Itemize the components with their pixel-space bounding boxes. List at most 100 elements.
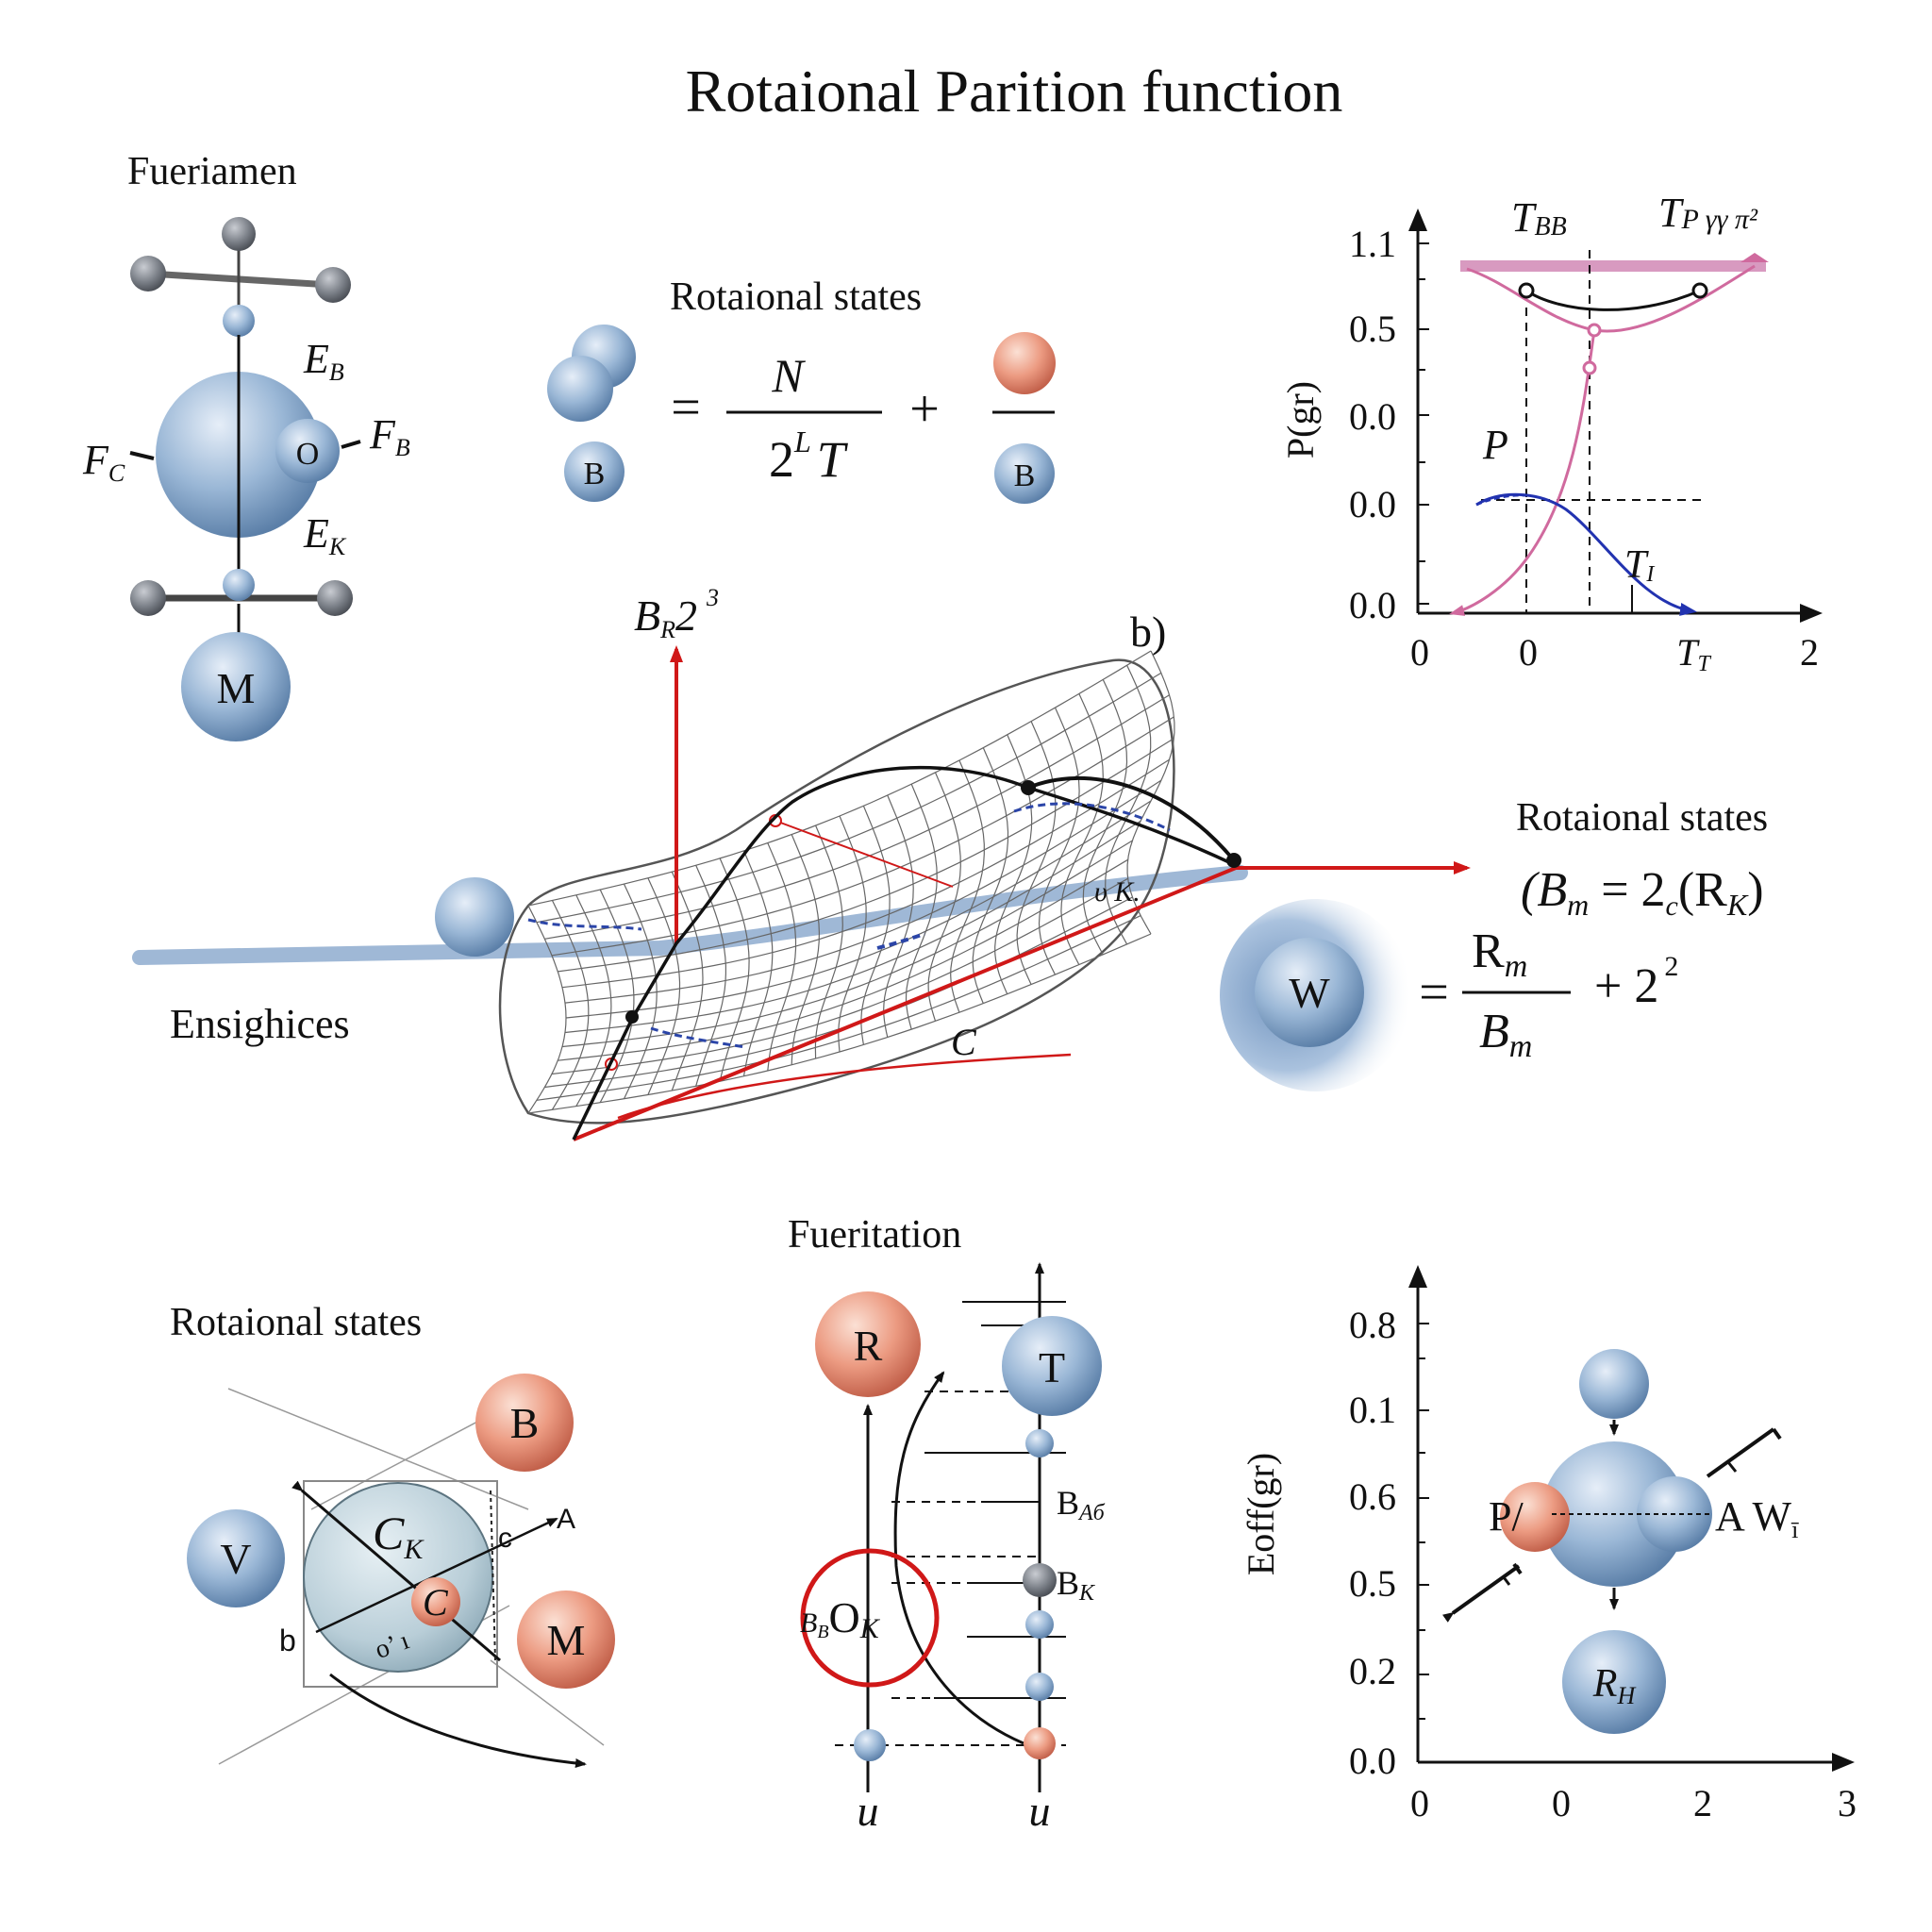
- r-orange-sphere: [815, 1291, 921, 1397]
- orange-sphere: [993, 332, 1056, 394]
- svg-text:TP γγ π²: TP γγ π²: [1658, 190, 1758, 236]
- svg-text:BBOK: BBOK: [800, 1593, 881, 1644]
- mesh-line: [536, 672, 1162, 924]
- label-eb: E: [303, 336, 329, 382]
- level-ball: [854, 1729, 886, 1761]
- black-trajectory: [572, 765, 1232, 1141]
- small-blue-atom: [223, 569, 255, 601]
- equation-b-right: B: [1014, 458, 1036, 493]
- plot-top-xtick: 0: [1519, 631, 1538, 674]
- mesh-line: [742, 850, 774, 1076]
- equation-equals: =: [671, 378, 701, 437]
- ring-o: [800, 1548, 940, 1688]
- label-fb: F: [369, 411, 396, 458]
- right-equation-heading: Rotaional states: [1516, 796, 1768, 840]
- plot-top-xtick: 2: [1800, 631, 1819, 674]
- center-axis-label: B: [634, 591, 660, 640]
- top-blue-sphere: [1579, 1349, 1649, 1419]
- plot-bottom-xtick: 0: [1552, 1782, 1571, 1824]
- plot-bottom-ylabel: Eoff(gr): [1240, 1453, 1282, 1575]
- svg-text:EB: EB: [303, 336, 344, 386]
- t-blue-sphere: [1002, 1316, 1102, 1416]
- equation-b-sphere: [564, 441, 625, 502]
- base-sphere-m: [181, 632, 291, 741]
- svg-text:BAб: BAб: [1057, 1484, 1106, 1525]
- level-label-bk: B: [1057, 1564, 1079, 1602]
- mesh-line: [536, 915, 1141, 1101]
- equation-denominator: 2: [769, 431, 794, 488]
- panel-d: Fueritation R T: [788, 1213, 1106, 1835]
- svg-text:Rm: Rm: [1472, 924, 1527, 984]
- svg-text:2LT: 2LT: [769, 425, 849, 488]
- panel-a-heading: Fueriamen: [127, 150, 297, 193]
- small-blue-atom: [223, 305, 255, 337]
- plot-top-label-tp: T: [1658, 190, 1685, 236]
- plot-top-pink-curve: [1466, 264, 1756, 333]
- plot-top-ytick: 1.1: [1349, 223, 1396, 265]
- right-equation-plus: + 2: [1594, 959, 1658, 1013]
- level-ball: [1025, 1429, 1054, 1457]
- mesh-line: [527, 650, 1152, 907]
- mesh-line: [544, 694, 1170, 940]
- gray-atom: [222, 217, 256, 251]
- plot-top-band: [1460, 260, 1766, 272]
- mesh-line: [551, 877, 1128, 1075]
- rh-sphere: [1562, 1630, 1666, 1734]
- mesh-line: [564, 779, 1162, 1004]
- level-ball: [1025, 1610, 1054, 1639]
- level-ball: [1025, 1673, 1054, 1701]
- inner-atom-o-label: O: [296, 437, 320, 472]
- panel-c-heading: Rotaional states: [170, 1301, 422, 1344]
- plot-bottom: Eoff(gr) 0.8 0.1 0.6 0.5 0.2 0.0 0 0 2 3…: [1240, 1265, 1857, 1824]
- label-ek: E: [303, 510, 329, 557]
- svg-text:A Wī: A Wī: [1715, 1493, 1799, 1543]
- plot-bottom-xtick: 2: [1693, 1782, 1712, 1824]
- right-equation-denominator: B: [1479, 1005, 1509, 1058]
- mesh-line: [719, 858, 750, 1082]
- svg-text:BK: BK: [1057, 1564, 1096, 1606]
- t-blue-label: T: [1039, 1343, 1065, 1391]
- mesh-line: [564, 820, 1141, 1034]
- svg-text:FC: FC: [82, 437, 125, 487]
- plot-top-ylabel: P(gr): [1279, 381, 1322, 458]
- mesh-line: [561, 758, 1170, 989]
- gray-atom: [317, 580, 353, 616]
- plot-top-label-tbb: T: [1511, 194, 1538, 241]
- m-orange-sphere: [517, 1591, 615, 1689]
- right-equation-equals: =: [1419, 963, 1449, 1022]
- surface-label-c: C: [951, 1021, 977, 1063]
- plot-top-ytick: 0.0: [1349, 483, 1396, 525]
- panel-c-inner-small: C: [423, 1581, 449, 1624]
- plot-top-ytick: 0.0: [1349, 395, 1396, 438]
- axis-u-right: u: [1029, 1787, 1051, 1835]
- ensighices-label: Ensighices: [170, 1001, 350, 1047]
- mesh-grid: [527, 650, 1175, 1114]
- b-orange-label: B: [510, 1399, 540, 1447]
- plot-bottom-ytick: 0.8: [1349, 1304, 1396, 1346]
- panel-d-heading: Fueritation: [788, 1213, 961, 1257]
- plot-top-xtick: T: [1676, 631, 1700, 674]
- panel-c-label-c: c: [498, 1523, 512, 1554]
- panel-tag-b: b): [1130, 608, 1166, 656]
- svg-text:CK: CK: [373, 1507, 425, 1565]
- svg-text:TI: TI: [1624, 543, 1655, 587]
- plot-bottom-ytick: 0.6: [1349, 1475, 1396, 1518]
- v-sphere: [187, 1509, 285, 1607]
- ring-label-small: B: [800, 1607, 817, 1639]
- b-orange-sphere: [475, 1374, 574, 1472]
- plot-top-black-arc: [1525, 289, 1701, 311]
- svg-text:TBB: TBB: [1511, 194, 1567, 242]
- m-orange-label: M: [547, 1616, 586, 1664]
- mesh-line: [551, 900, 590, 1110]
- plot-top-ytick: 0.0: [1349, 584, 1396, 626]
- equation-numerator: N: [771, 349, 806, 402]
- horizontal-rod: [132, 865, 1248, 965]
- w-sphere: [1255, 938, 1364, 1047]
- svg-text:Bm: Bm: [1479, 1005, 1532, 1064]
- svg-text:FB: FB: [369, 411, 410, 461]
- gray-atom: [315, 267, 351, 303]
